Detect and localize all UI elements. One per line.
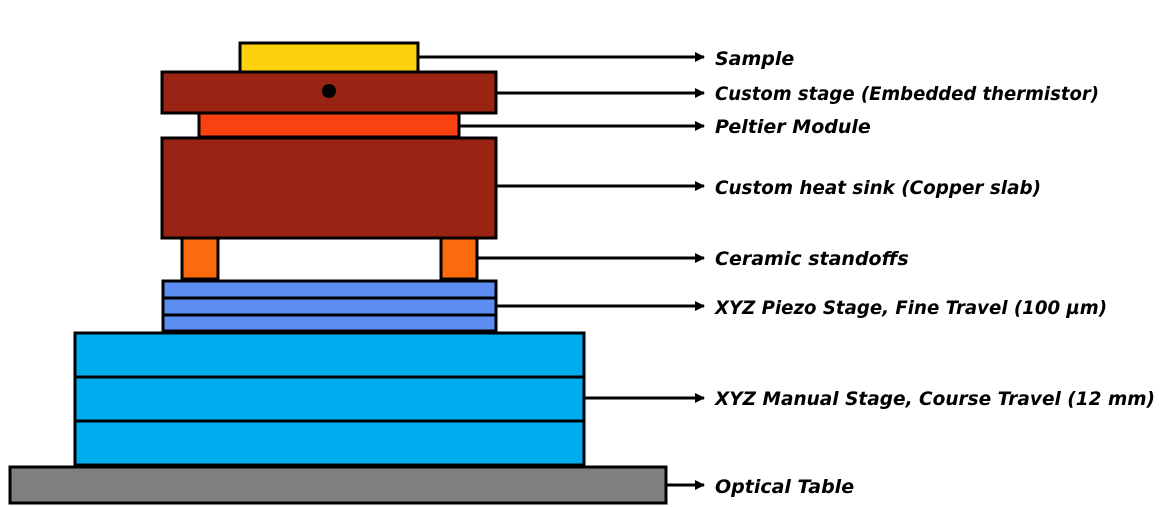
ceramic-standoff-left — [180, 236, 220, 281]
piezo-label: XYZ Piezo Stage, Fine Travel (100 µm) — [714, 297, 1107, 319]
heat-sink-label: Custom heat sink (Copper slab) — [715, 177, 1041, 199]
sample-block — [238, 41, 420, 74]
ceramic-standoff-right — [439, 236, 479, 281]
peltier-label: Peltier Module — [715, 116, 871, 138]
thermistor-dot — [322, 84, 336, 98]
custom-stage-label: Custom stage (Embedded thermistor) — [715, 83, 1099, 105]
optical-table-label: Optical Table — [715, 476, 854, 498]
manual-stage-layer — [73, 419, 586, 467]
optical-table-block — [8, 465, 668, 505]
piezo-stage-layer — [161, 296, 498, 317]
peltier-module-block — [197, 111, 461, 139]
standoffs-label: Ceramic standoffs — [715, 248, 909, 270]
manual-stage-label: XYZ Manual Stage, Course Travel (12 mm) — [714, 388, 1155, 410]
piezo-stage-layer — [161, 279, 498, 300]
piezo-stage-layer — [161, 313, 498, 333]
sample-label: Sample — [715, 48, 794, 70]
custom-stage-block — [160, 70, 498, 115]
heat-sink-block — [160, 136, 498, 240]
manual-stage-layer — [73, 375, 586, 423]
manual-stage-layer — [73, 331, 586, 379]
